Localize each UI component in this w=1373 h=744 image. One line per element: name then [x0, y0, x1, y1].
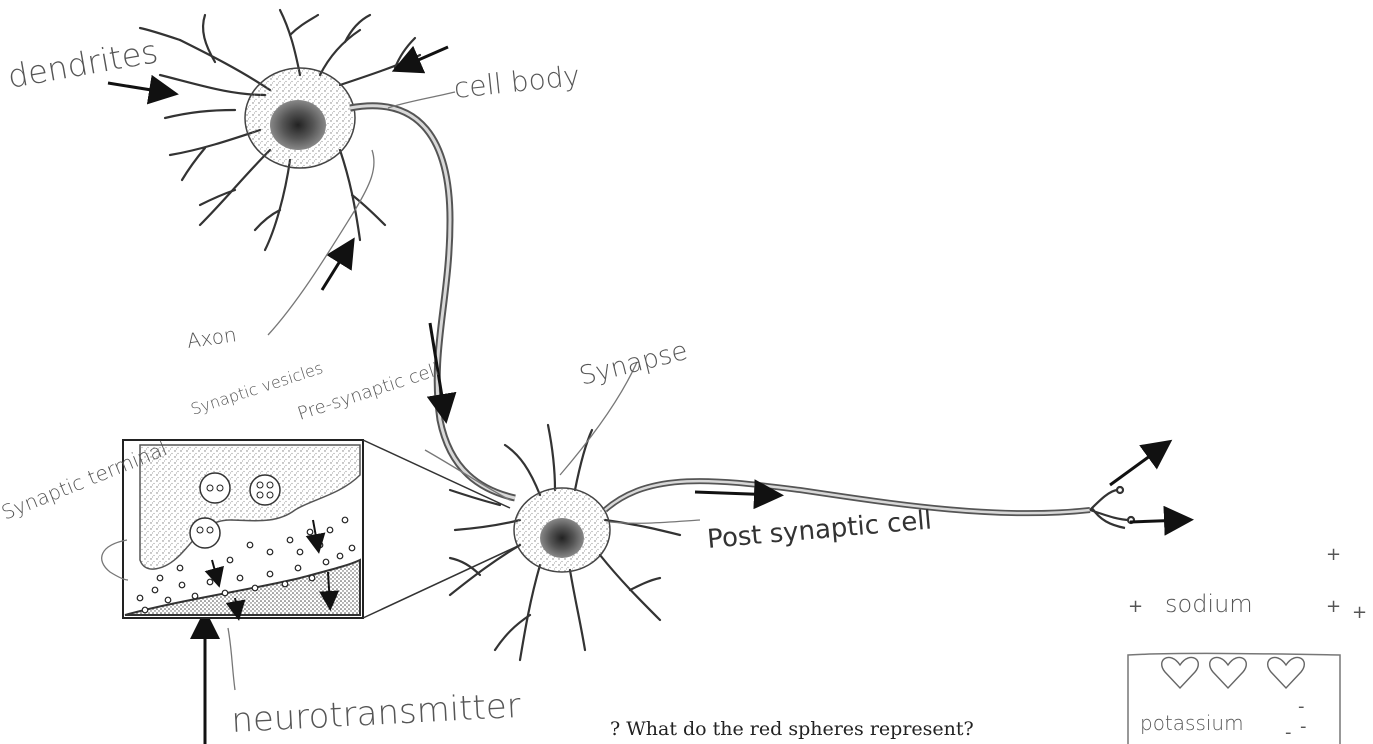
plus-sign: +: [1352, 602, 1367, 623]
minus-sign: -: [1298, 696, 1305, 717]
label-synapse: Synapse: [576, 336, 690, 392]
minus-sign: -: [1285, 722, 1292, 743]
label-sodium: sodium: [1165, 590, 1253, 618]
label-neurotransmitter: neurotransmitter: [230, 686, 521, 741]
minus-sign: -: [1300, 716, 1307, 737]
label-axon: Axon: [185, 322, 238, 353]
minus-signs: - - -: [1285, 696, 1307, 743]
heart-shaped-channels: [1162, 657, 1305, 688]
label-post-synaptic-cell: Post synaptic cell: [706, 505, 933, 555]
pre-neuron-nucleus: [270, 100, 326, 150]
label-potassium: potassium: [1140, 711, 1244, 735]
plus-sign: +: [1128, 596, 1143, 617]
inset-callout-line-top: [363, 440, 510, 508]
question-text: ? What do the red spheres represent?: [610, 718, 974, 740]
ion-sketch: sodium + + + + potassium - - -: [1128, 544, 1367, 744]
plus-sign: +: [1326, 544, 1341, 565]
pre-neuron-axon: [350, 106, 515, 498]
inset-callout-line-bottom: [363, 545, 520, 618]
label-cell-body: cell body: [452, 59, 581, 105]
post-neuron-nucleus: [540, 518, 584, 558]
axon-terminal-branches: [1090, 487, 1134, 528]
plus-sign: +: [1326, 596, 1341, 617]
